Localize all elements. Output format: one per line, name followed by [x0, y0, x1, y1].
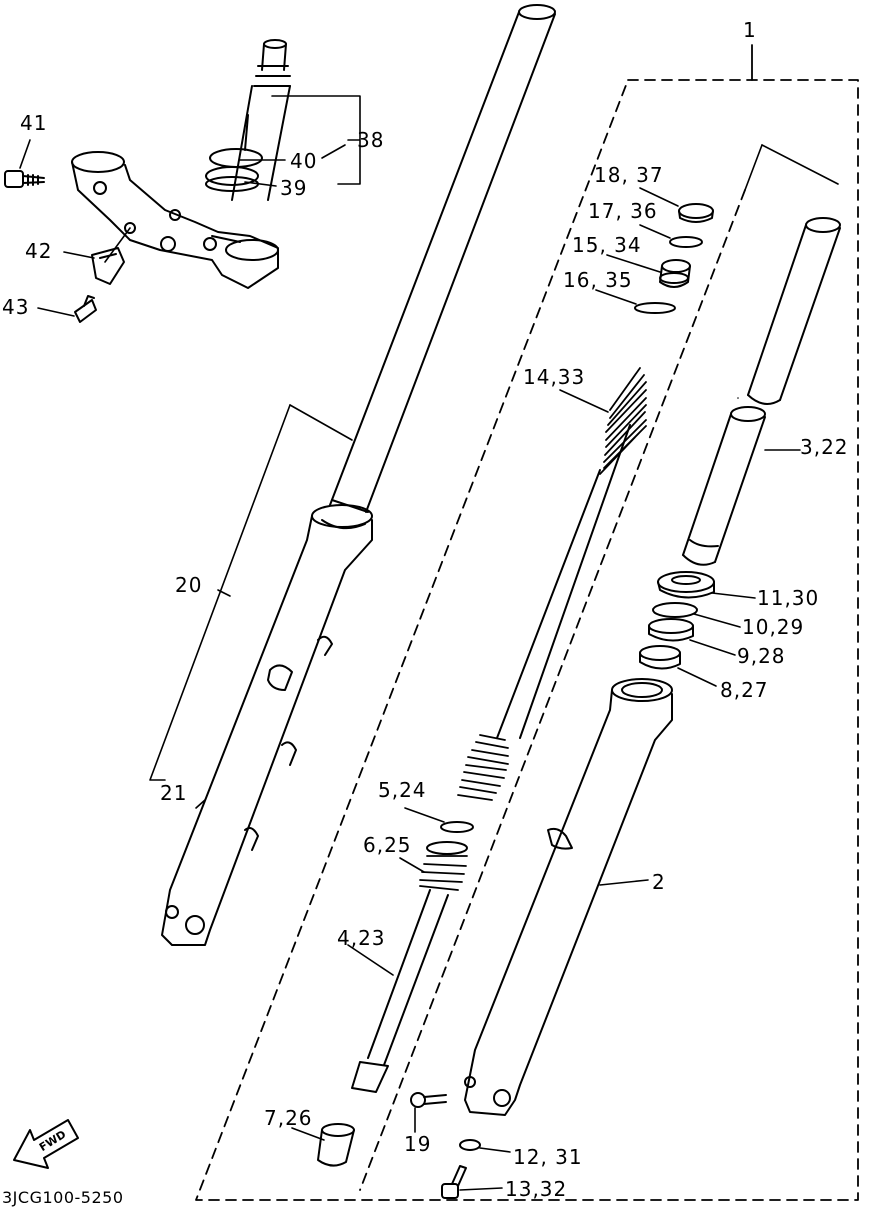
inner-tube: [330, 5, 555, 512]
label-41: 41: [20, 111, 48, 135]
label-14-33: 14,33: [523, 365, 586, 389]
bushing-8: [640, 646, 680, 669]
bolt-41: [5, 171, 44, 187]
label-10-29: 10,29: [742, 615, 805, 639]
label-15-34: 15, 34: [572, 233, 642, 257]
label-43: 43: [2, 295, 30, 319]
steering-stem: [72, 40, 290, 288]
label-38: 38: [357, 128, 385, 152]
label-8-27: 8,27: [720, 678, 769, 702]
label-4-23: 4,23: [337, 926, 386, 950]
damper-tube-3: [683, 218, 840, 565]
label-2: 2: [652, 870, 666, 894]
lock-piece-7: [318, 1124, 354, 1166]
label-5-24: 5,24: [378, 778, 427, 802]
assembly-boundary: [196, 80, 858, 1200]
diagram-code: 3JCG100-5250: [2, 1188, 124, 1207]
clip-10: [653, 603, 697, 617]
plug-15: [660, 260, 690, 287]
label-42: 42: [25, 239, 53, 263]
label-21: 21: [160, 781, 188, 805]
fwd-arrow-icon: [14, 1120, 78, 1168]
label-18-37: 18, 37: [594, 163, 664, 187]
label-3-22: 3,22: [800, 435, 849, 459]
washer-5: [441, 822, 473, 832]
label-1: 1: [743, 18, 757, 42]
bolt-19: [411, 1093, 446, 1107]
clamp-42: [92, 248, 124, 284]
label-39: 39: [280, 176, 308, 200]
label-12-31: 12, 31: [513, 1145, 583, 1169]
label-20: 20: [175, 573, 203, 597]
spring-14: [458, 368, 646, 800]
label-6-25: 6,25: [363, 833, 412, 857]
label-40: 40: [290, 149, 318, 173]
label-17-36: 17, 36: [588, 199, 658, 223]
outer-tube-right: [465, 679, 672, 1115]
label-13-32: 13,32: [505, 1177, 568, 1201]
washer-9: [649, 619, 693, 641]
label-11-30: 11,30: [757, 586, 820, 610]
oring-16: [635, 303, 675, 313]
outer-tube-left: [162, 505, 372, 945]
spring-6: [420, 842, 467, 890]
label-19: 19: [404, 1132, 432, 1156]
oring-17: [670, 237, 702, 247]
label-9-28: 9,28: [737, 644, 786, 668]
label-16-35: 16, 35: [563, 268, 633, 292]
bolt-43: [75, 296, 96, 322]
cap-18: [679, 204, 713, 222]
damper-rod-4: [352, 890, 448, 1092]
bolt-13: [442, 1166, 466, 1198]
seal-11: [658, 572, 714, 598]
washer-12: [460, 1140, 480, 1150]
label-7-26: 7,26: [264, 1106, 313, 1130]
